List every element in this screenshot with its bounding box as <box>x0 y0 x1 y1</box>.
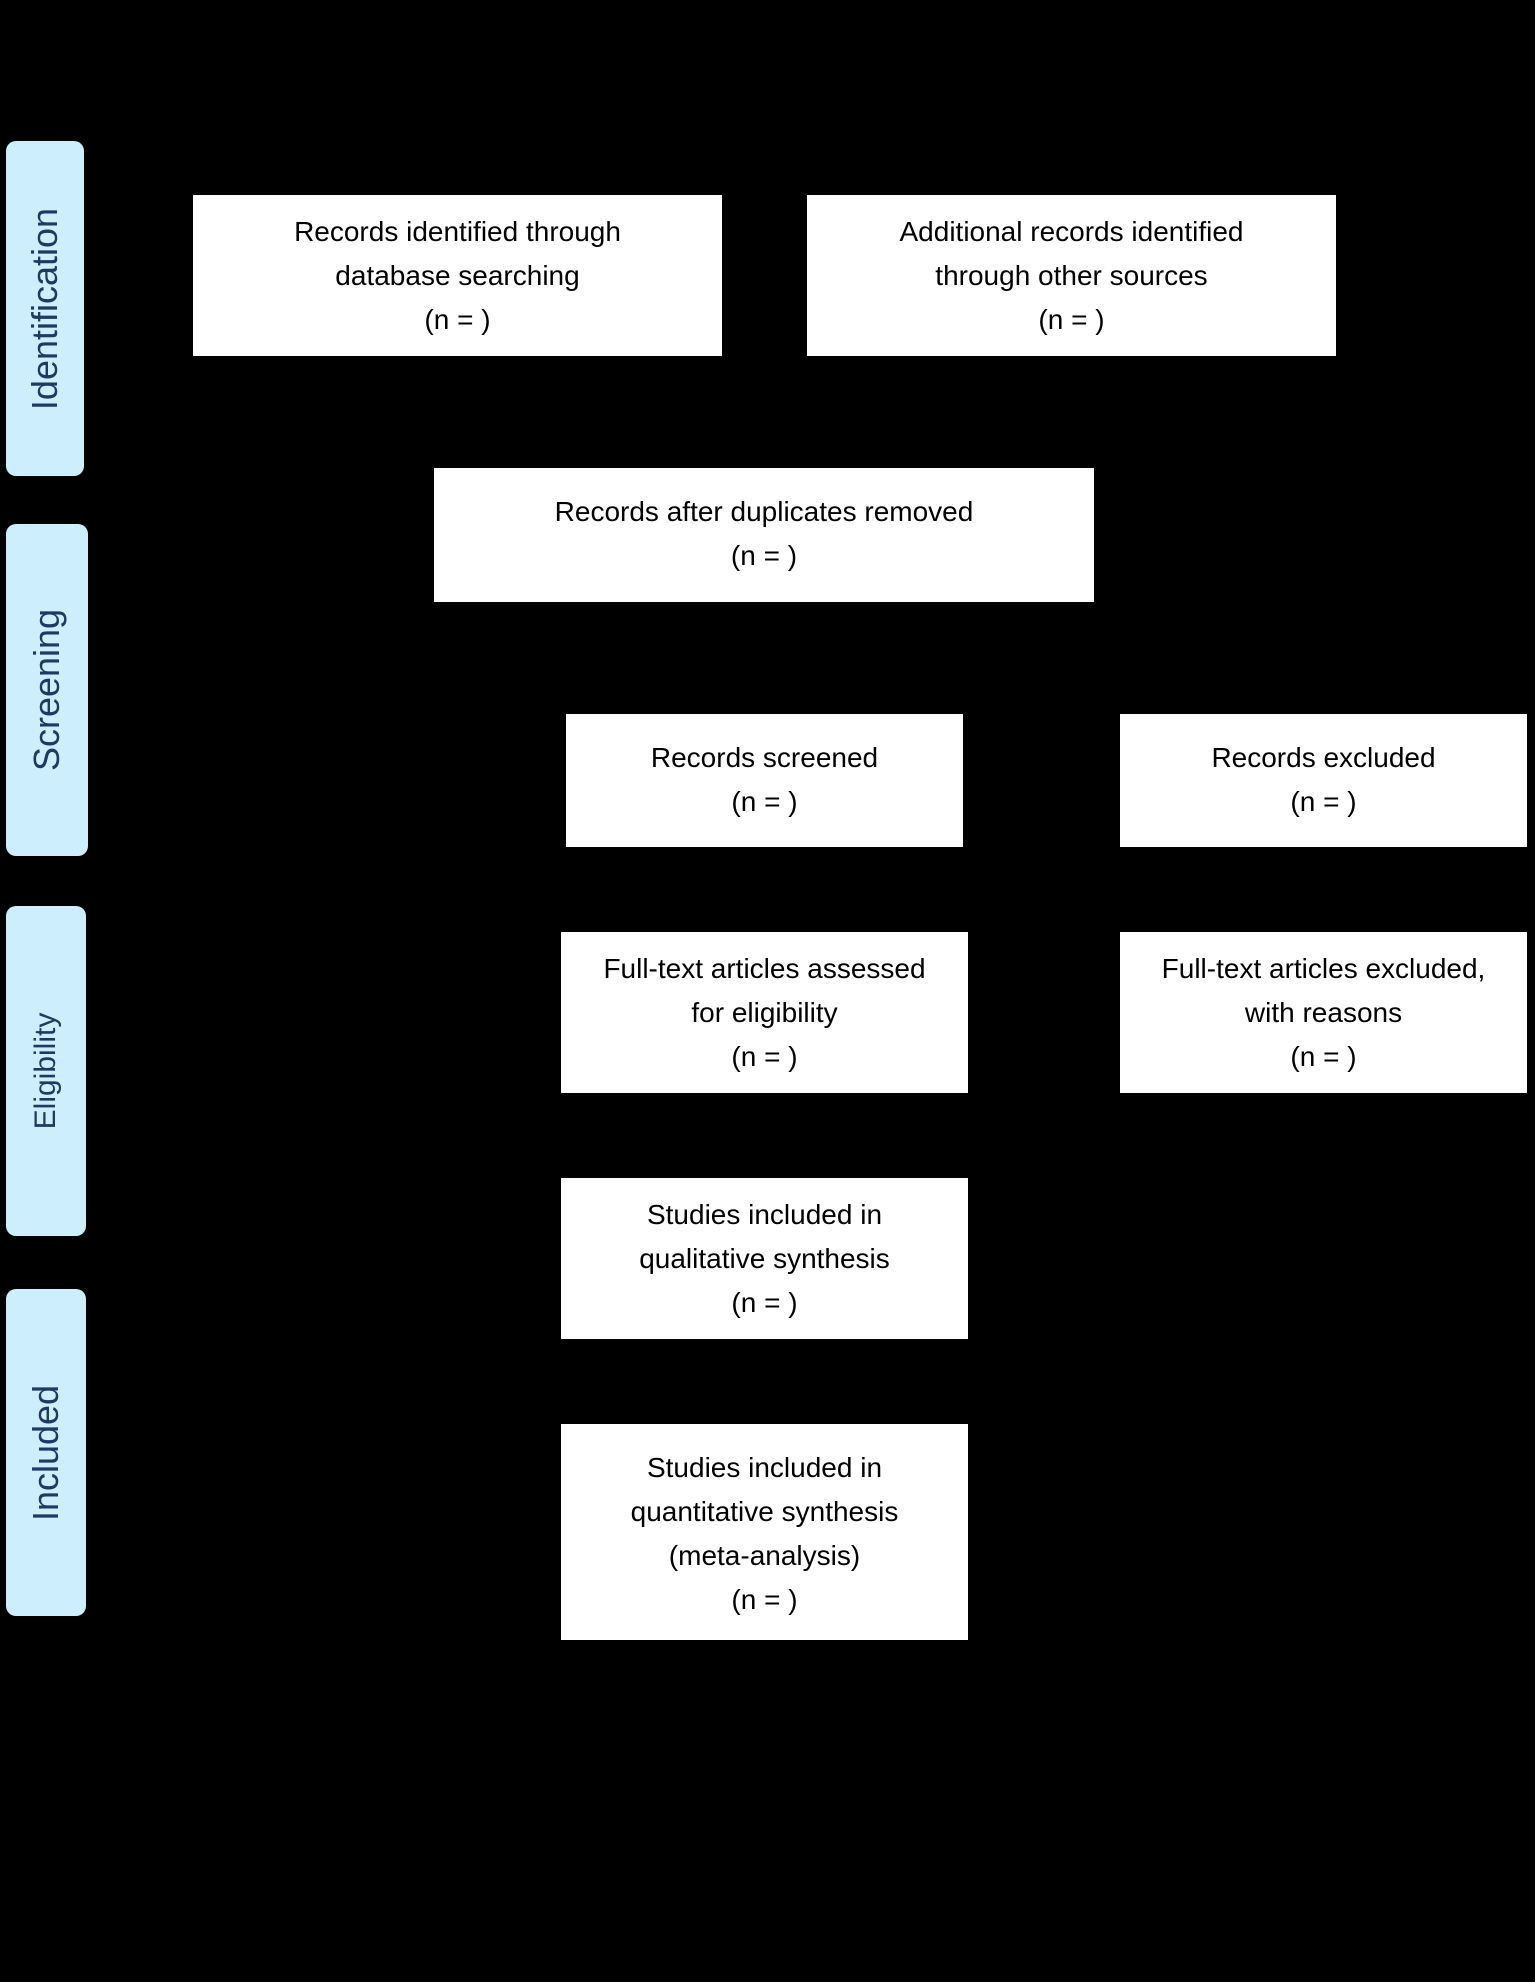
box-line: Records screened <box>650 742 879 773</box>
box-line: with reasons <box>1244 997 1403 1028</box>
box-line: Studies included in <box>646 1199 883 1230</box>
box-line: (n = ) <box>424 304 491 335</box>
stage-eligibility: Eligibility <box>6 906 86 1236</box>
box-line: (meta-analysis) <box>668 1540 861 1571</box>
box-line: Additional records identified <box>899 216 1244 247</box>
box-line: (n = ) <box>730 540 798 571</box>
box-records-after-duplicates: Records after duplicates removed (n = ) <box>434 468 1094 602</box>
stage-label-identification: Identification <box>24 207 65 410</box>
box-line: (n = ) <box>731 1287 798 1318</box>
stage-label-eligibility: Eligibility <box>29 1012 62 1130</box>
box-line: (n = ) <box>731 1041 798 1072</box>
box-fulltext-excluded: Full-text articles excluded, with reason… <box>1120 932 1527 1093</box>
stage-identification: Identification <box>6 141 84 476</box>
box-line: Full-text articles assessed <box>603 953 926 984</box>
box-line: (n = ) <box>1038 304 1105 335</box>
stage-included: Included <box>6 1289 86 1616</box>
box-records-identified-database: Records identified through database sear… <box>193 195 722 356</box>
box-studies-qualitative: Studies included in qualitative synthesi… <box>561 1178 968 1339</box>
box-line: quantitative synthesis <box>630 1496 899 1527</box>
box-studies-quantitative: Studies included in quantitative synthes… <box>561 1424 968 1640</box>
box-line: for eligibility <box>691 997 838 1028</box>
stage-label-screening: Screening <box>26 608 67 772</box>
box-records-screened: Records screened (n = ) <box>566 714 963 847</box>
box-line: (n = ) <box>1290 786 1357 817</box>
stage-screening: Screening <box>6 524 88 856</box>
box-fulltext-assessed: Full-text articles assessed for eligibil… <box>561 932 968 1093</box>
box-line: (n = ) <box>731 786 798 817</box>
box-records-excluded: Records excluded (n = ) <box>1120 714 1527 847</box>
box-additional-records-other-sources: Additional records identified through ot… <box>807 195 1336 356</box>
box-line: Full-text articles excluded, <box>1161 953 1486 984</box>
box-line: (n = ) <box>731 1584 798 1615</box>
box-line: Studies included in <box>646 1452 883 1483</box>
box-line: qualitative synthesis <box>639 1243 890 1274</box>
box-line: database searching <box>335 260 580 291</box>
box-line: Records identified through <box>294 216 621 247</box>
box-line: through other sources <box>935 260 1208 291</box>
box-line: Records after duplicates removed <box>554 496 974 527</box>
box-line: (n = ) <box>1290 1041 1357 1072</box>
stage-label-included: Included <box>25 1384 66 1521</box>
box-line: Records excluded <box>1211 742 1436 773</box>
